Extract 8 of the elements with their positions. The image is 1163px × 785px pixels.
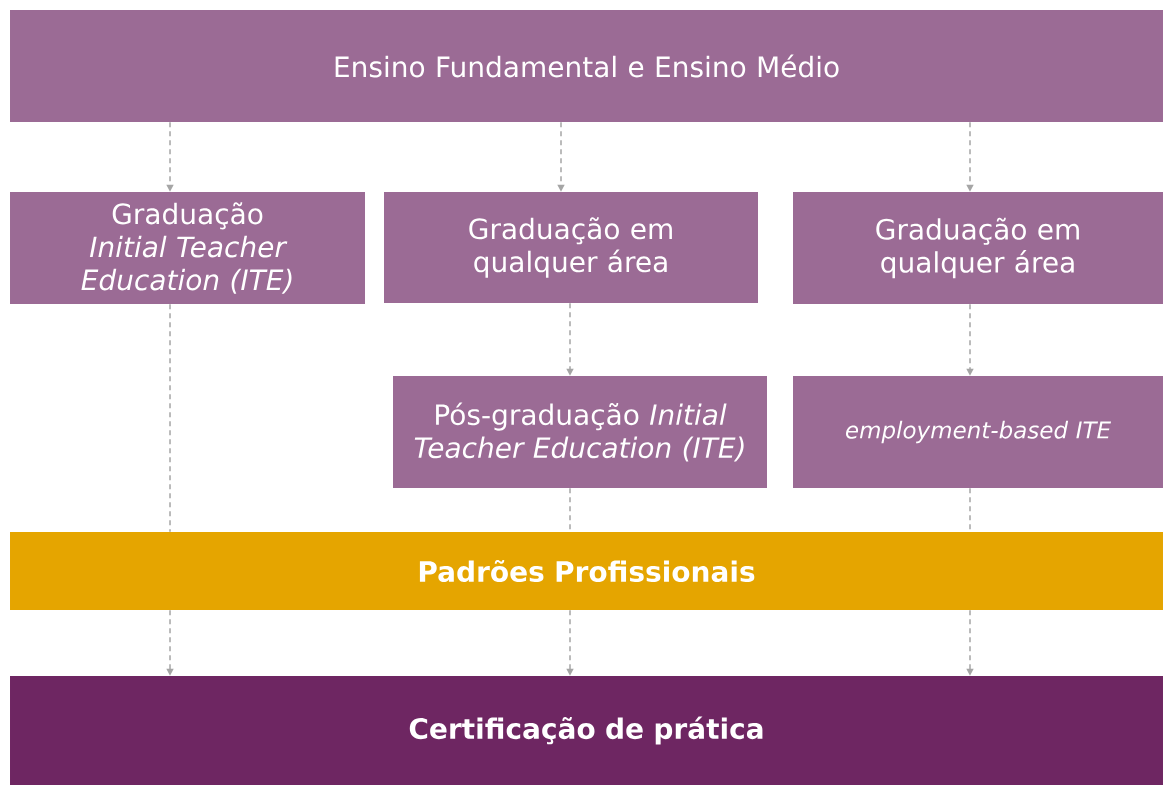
header-band: Ensino Fundamental e Ensino Médio: [10, 10, 1163, 122]
route-box: employment-based ITE: [793, 376, 1163, 488]
route-box: Pós-graduação Initial Teacher Education (ITE): [393, 376, 767, 488]
certification-band: Certificação de prática: [10, 676, 1163, 785]
standards-band: Padrões Profissionais: [10, 532, 1163, 610]
route-box: Graduação Initial Teacher Education (ITE): [10, 192, 365, 304]
route-box: Graduação em qualquer área: [384, 192, 758, 303]
route-box: Graduação em qualquer área: [793, 192, 1163, 304]
